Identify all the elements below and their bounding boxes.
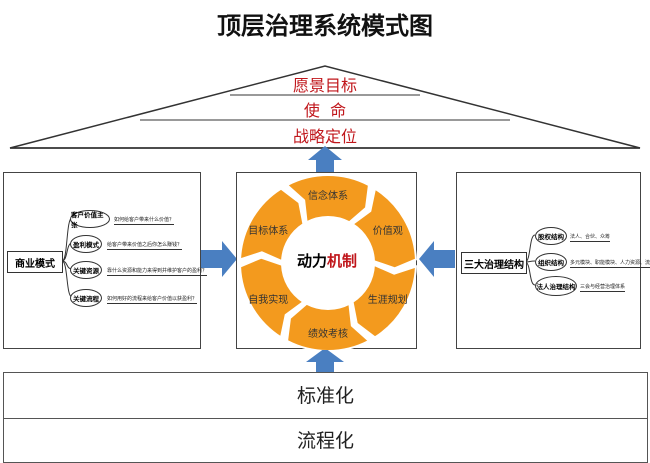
arrow-left (419, 241, 455, 277)
business-model-label: 商业模式 (7, 251, 63, 273)
node-key-process: 关键流程 (70, 289, 102, 307)
node-customer-value: 客户价值主张 (70, 210, 110, 229)
motivation-mechanism-panel: 动力机制 信念体系价值观生涯规划绩效考核 自我实现 目标体系 (236, 172, 417, 350)
node-desc: 靠什么资源和能力来得到并维护客户的盈利？ (107, 268, 208, 276)
node-desc: 如何用好的流程来给客户价值以获盈利？ (107, 296, 198, 304)
ring-segment (239, 187, 305, 263)
node-desc: 法人、合伙、众筹 (570, 234, 611, 242)
process-bar: 流程化 (3, 418, 648, 463)
ring-segment-label: 价值观 (372, 225, 403, 237)
node-equity: 股权结构 (535, 227, 567, 245)
ring-segment-label: 自我实现 (248, 294, 289, 306)
standardization-bar: 标准化 (3, 372, 648, 419)
page-title: 顶层治理系统模式图 (217, 11, 433, 40)
mindmap-lines (61, 217, 73, 298)
node-desc: 如何给客户带来什么价值？ (114, 217, 175, 225)
center-label: 动力机制 (282, 250, 372, 271)
ring-segment-label: 信念体系 (308, 191, 348, 202)
ring-segment (285, 174, 370, 224)
ring-segment (351, 263, 417, 339)
ring-segment-label: 目标体系 (248, 225, 289, 237)
ring-segment-label: 绩效考核 (308, 329, 348, 340)
center-label-a: 动力 (296, 252, 327, 270)
arrow-up-bottom (306, 348, 344, 372)
roof-vision: 愿景目标 (292, 76, 357, 95)
center-label-b: 机制 (327, 252, 358, 270)
node-key-resources: 关键资源 (70, 261, 102, 279)
business-model-panel: 商业模式 客户价值主张 如何给客户带来什么价值？ 盈利模式 给客户带来价值之后你… (3, 172, 208, 349)
governance-structure-panel: 三大治理结构 股权结构 法人、合伙、众筹 组织结构 多元模块、职能模块、人力资源… (456, 172, 650, 349)
node-desc: 三会与经营治理体系 (580, 284, 626, 292)
arrow-up-top (308, 146, 342, 172)
node-corporate-governance: 法人治理结构 (535, 276, 577, 296)
node-profit-model: 盈利模式 (70, 235, 102, 253)
ring-segment-label: 生涯规划 (367, 294, 408, 306)
node-desc: 多元模块、职能模块、人力资源、流程 (570, 259, 650, 268)
governance-label: 三大治理结构 (461, 252, 527, 274)
node-desc: 给客户带来价值之后你怎么赚钱？ (107, 242, 183, 250)
ring-center (284, 219, 372, 307)
roof-strategy: 战略定位 (292, 127, 357, 146)
roof-mission: 使 命 (303, 101, 347, 120)
motivation-ring (239, 174, 417, 350)
ring-segment (239, 256, 306, 340)
ring-segment (286, 302, 371, 350)
node-organization: 组织结构 (535, 253, 567, 271)
arrow-right (201, 241, 237, 277)
ring-segment (350, 186, 417, 270)
